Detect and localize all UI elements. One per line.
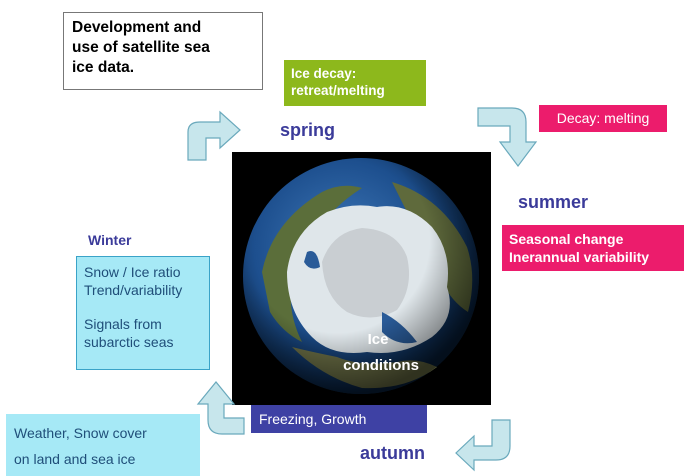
winter-line-4: subarctic seas <box>84 334 174 350</box>
title-line-1: Development and <box>72 19 202 36</box>
title-line-3: ice data. <box>72 59 135 76</box>
decay-melting-box: Decay: melting <box>539 105 667 132</box>
title-line-2: use of satellite sea <box>72 39 210 56</box>
autumn-label: autumn <box>360 443 425 463</box>
title-box: Development and use of satellite sea ice… <box>63 12 263 90</box>
weather-box: Weather, Snow cover on land and sea ice <box>6 414 200 476</box>
globe-svg: Ice conditions <box>243 158 479 394</box>
arctic-globe-image: Ice conditions <box>232 152 491 405</box>
weather-line-2: on land and sea ice <box>14 451 136 467</box>
summer-label: summer <box>518 192 589 212</box>
globe-label-line-2: conditions <box>343 357 419 374</box>
winter-line-2: Trend/variability <box>84 282 183 298</box>
globe-shading <box>243 158 479 394</box>
spring-label: spring <box>280 120 336 140</box>
seasonal-line-2: Inerannual variability <box>509 249 650 265</box>
ice-decay-box: Ice decay: retreat/melting <box>284 60 426 106</box>
winter-line-3: Signals from <box>84 316 162 332</box>
freezing-growth-box: Freezing, Growth <box>251 405 427 433</box>
weather-line-1: Weather, Snow cover <box>14 425 147 441</box>
autumn-arrow <box>455 419 511 472</box>
winter-box: Snow / Ice ratio Trend/variability Signa… <box>76 256 210 370</box>
globe-label-line-1: Ice <box>368 331 389 348</box>
seasonal-change-box: Seasonal change Inerannual variability <box>502 225 684 271</box>
ice-decay-line-1: Ice decay: <box>291 66 357 81</box>
ice-decay-line-2: retreat/melting <box>291 83 385 98</box>
winter-label: Winter <box>88 232 132 248</box>
winter-line-1: Snow / Ice ratio <box>84 264 181 280</box>
seasonal-line-1: Seasonal change <box>509 231 624 247</box>
